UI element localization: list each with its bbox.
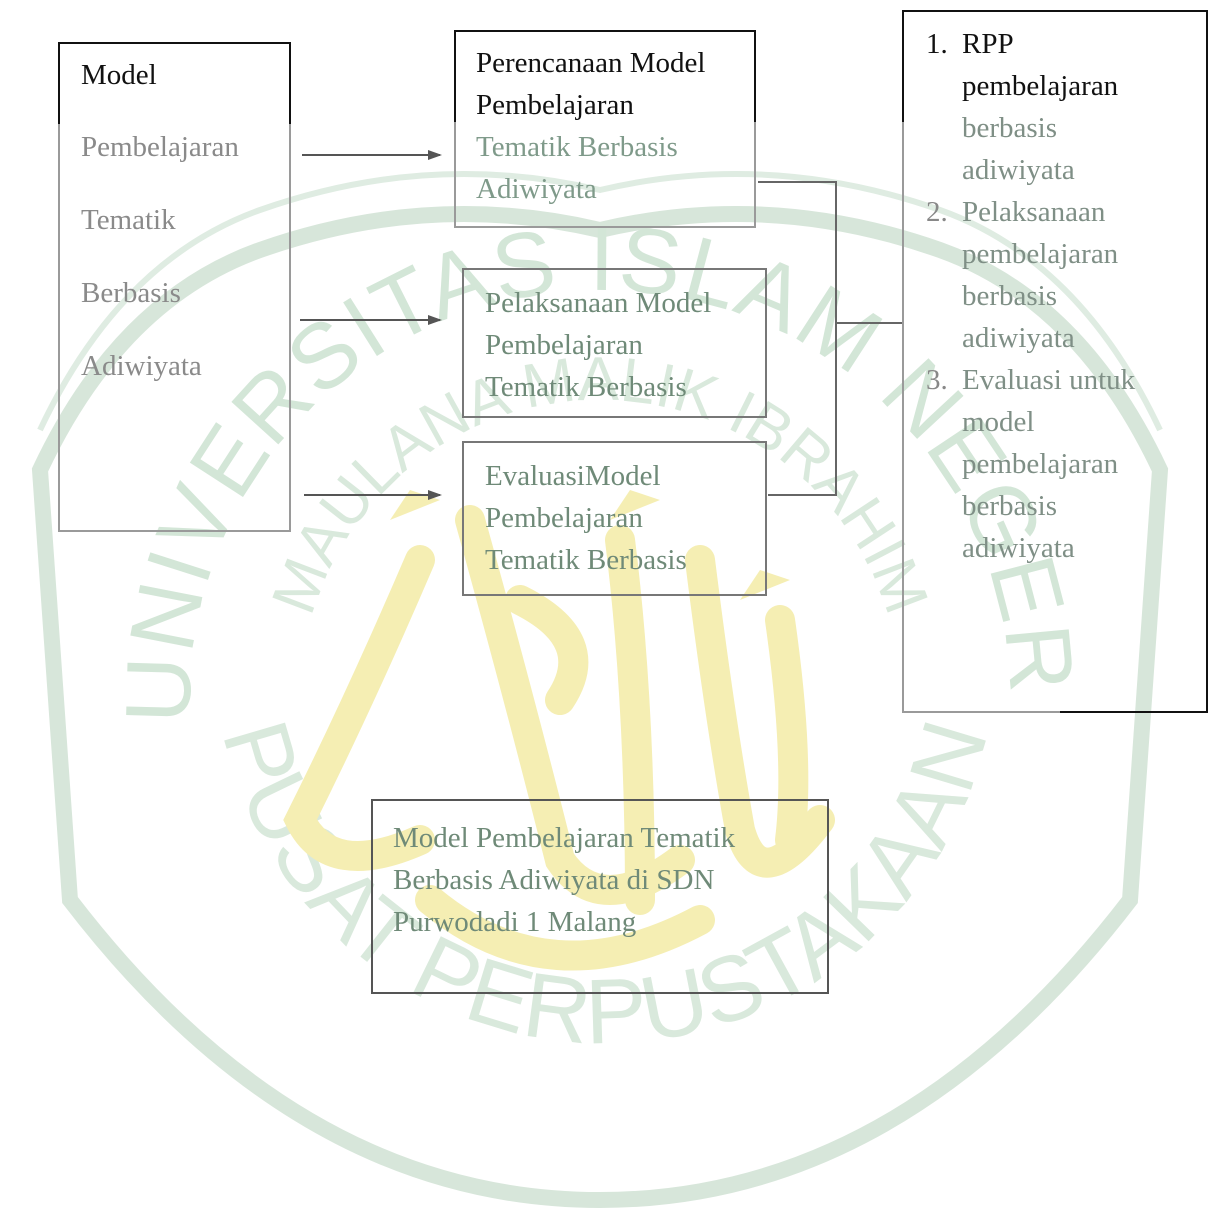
planning-line: Pembelajaran [476, 89, 634, 121]
evaluation-box: EvaluasiModel Pembelajaran Tematik Berba… [462, 441, 767, 596]
planning-line: Tematik Berbasis [476, 131, 678, 163]
execution-line: Pembelajaran [485, 329, 643, 361]
list-item-line: pembelajaran [962, 448, 1119, 480]
list-box: 1. RPP pembelajaran berbasis adiwiyata 2… [902, 10, 1208, 713]
list-item: 3. Evaluasi untuk model pembelajaran ber… [926, 359, 1206, 569]
list-item: 2. Pelaksanaan pembelajaran berbasis adi… [926, 191, 1206, 359]
list-item-line: pembelajaran [962, 70, 1119, 102]
list-item-line: berbasis [962, 280, 1058, 312]
list-item-number: 1. [926, 28, 948, 60]
execution-line: Tematik Berbasis [485, 371, 687, 403]
list-item-line: adiwiyata [962, 532, 1075, 564]
list-item-line: pembelajaran [962, 238, 1119, 270]
list-item-line: Pelaksanaan [962, 196, 1106, 228]
evaluation-line: Pembelajaran [485, 502, 643, 534]
model-box-item: Adiwiyata [81, 350, 202, 382]
watermark-calligraphy [283, 505, 835, 971]
list-item-line: berbasis [962, 490, 1058, 522]
border-accent [289, 42, 291, 124]
border-accent [902, 10, 904, 122]
planning-line: Perencanaan Model [476, 47, 706, 79]
list-item-number: 3. [926, 364, 948, 396]
border-accent [454, 30, 456, 122]
border-accent [454, 30, 756, 32]
evaluation-line: EvaluasiModel [485, 460, 661, 492]
execution-line: Pelaksanaan Model [485, 287, 712, 319]
border-accent [1206, 10, 1208, 713]
planning-line: Adiwiyata [476, 173, 597, 205]
border-accent [1060, 711, 1208, 713]
list-item-line: RPP [962, 28, 1014, 60]
list-item-line: Evaluasi untuk [962, 364, 1136, 396]
list-item-line: model [962, 406, 1035, 438]
list-item-line: berbasis [962, 112, 1058, 144]
model-box-item: Tematik [81, 204, 176, 236]
border-accent [58, 42, 291, 44]
result-line: Model Pembelajaran Tematik [393, 822, 736, 854]
list-item-line: adiwiyata [962, 154, 1075, 186]
execution-box: Pelaksanaan Model Pembelajaran Tematik B… [462, 268, 767, 418]
evaluation-line: Tematik Berbasis [485, 544, 687, 576]
border-accent [754, 30, 756, 122]
border-accent [902, 10, 1208, 12]
model-box-item: Pembelajaran [81, 131, 239, 163]
model-box-title: Model [81, 59, 157, 91]
result-line: Purwodadi 1 Malang [393, 906, 637, 938]
list-item: 1. RPP pembelajaran berbasis adiwiyata [926, 23, 1206, 191]
result-box: Model Pembelajaran Tematik Berbasis Adiw… [371, 799, 829, 994]
planning-box: Perencanaan Model Pembelajaran Tematik B… [454, 30, 756, 228]
list-item-number: 2. [926, 196, 948, 228]
model-box-item: Berbasis [81, 277, 181, 309]
border-accent [58, 42, 60, 124]
model-box: Model Pembelajaran Tematik Berbasis Adiw… [58, 42, 291, 532]
list-item-line: adiwiyata [962, 322, 1075, 354]
result-line: Berbasis Adiwiyata di SDN [393, 864, 715, 896]
